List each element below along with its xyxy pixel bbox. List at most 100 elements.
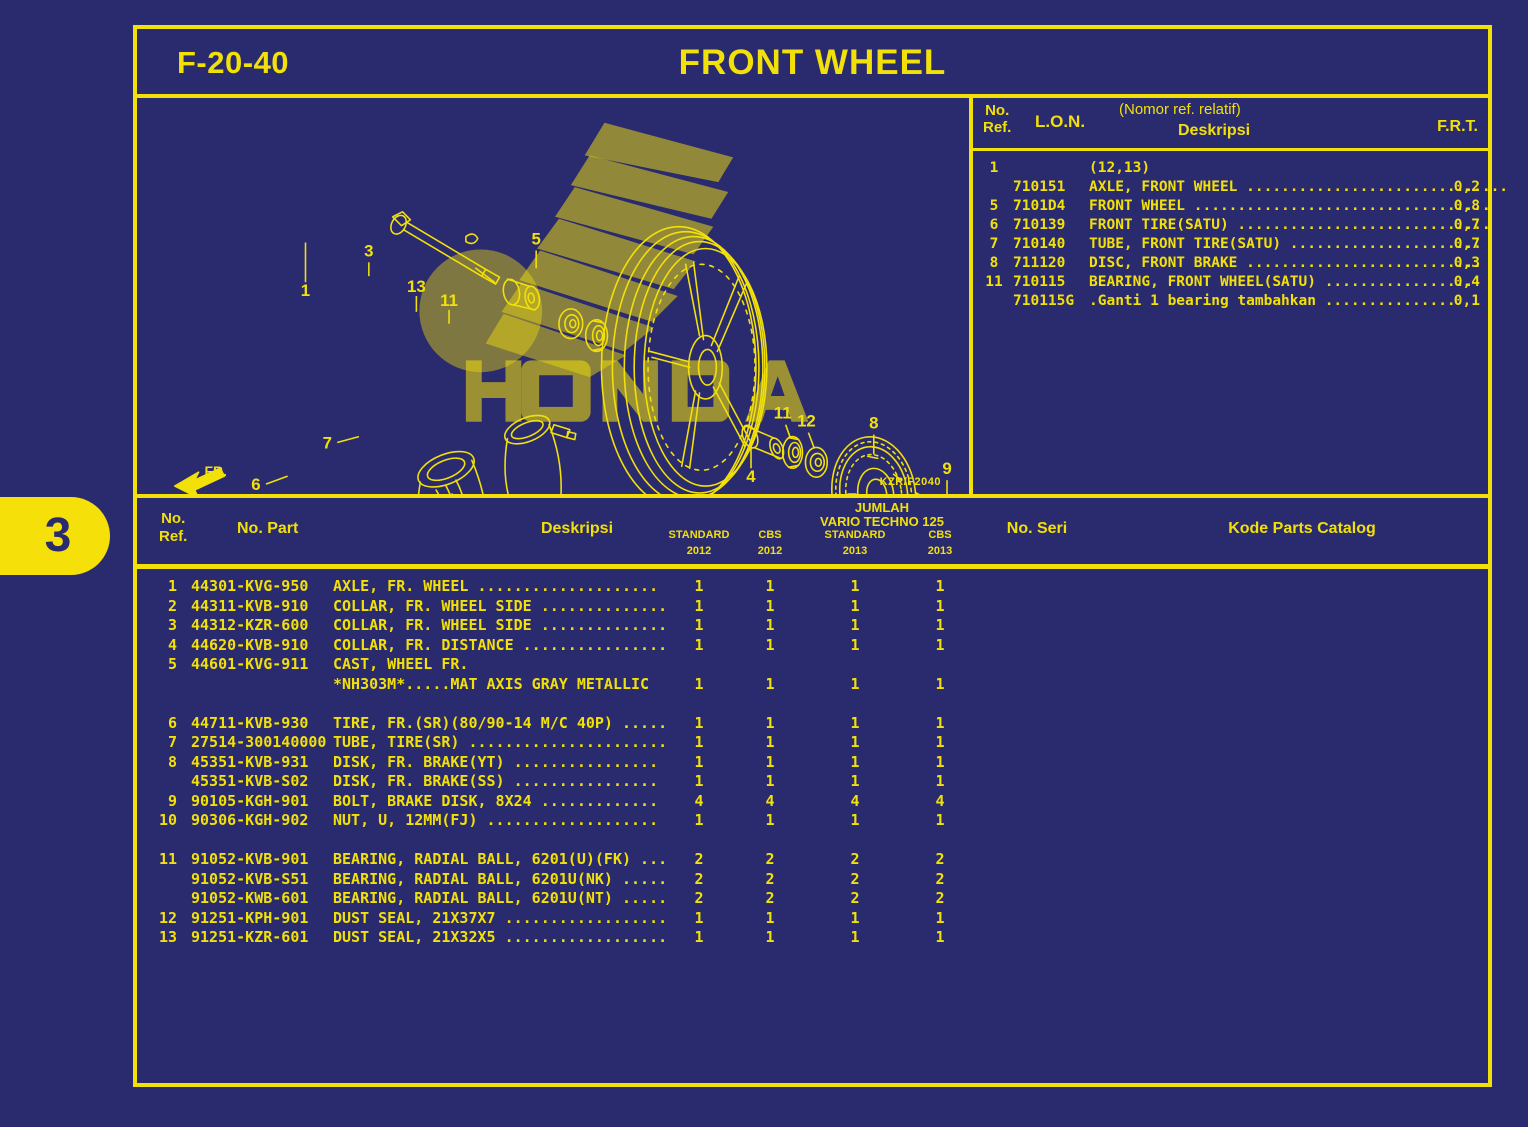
direction-label: FR. xyxy=(205,463,227,479)
part-cell-deskripsi: BEARING, RADIAL BALL, 6201U(NK) ..... xyxy=(333,869,668,888)
part-cell-qty-cbs-2012: 1 xyxy=(765,713,775,732)
part-cell-qty-cbs-2013: 1 xyxy=(935,752,945,771)
reference-table-row: 710115G.Ganti 1 bearing tambahkan ......… xyxy=(973,292,1488,311)
part-cell-qty-standard-2012: 1 xyxy=(694,908,704,927)
part-cell-no-part: 91251-KZR-601 xyxy=(191,928,309,946)
part-cell-qty-cbs-2013: 1 xyxy=(935,713,945,732)
parts-header-qty-standard-2013: STANDARD 2013 xyxy=(824,529,886,557)
svg-text:8: 8 xyxy=(869,414,878,433)
part-cell-qty-standard-2013: 1 xyxy=(850,596,860,615)
front-wheel-diagram: 1 3 13 11 5 6 7 4 11 12 8 9 2 10 FR. xyxy=(174,122,952,494)
reference-table-header: No. Ref. L.O.N. (Nomor ref. relatif) Des… xyxy=(973,98,1488,151)
part-11-bearing-left xyxy=(584,318,609,353)
part-cell-qty-standard-2013: 1 xyxy=(850,577,860,595)
part-cell-qty-cbs-2013: 4 xyxy=(935,791,945,810)
part-cell-no-ref: 6 xyxy=(167,713,177,732)
parts-table: No. Ref. No. Part Deskripsi JUMLAH VARIO… xyxy=(137,498,1488,1083)
part-cell-no-part: 44711-KVB-930 xyxy=(191,713,309,732)
svg-text:1: 1 xyxy=(301,281,310,300)
part-9-bolt xyxy=(914,492,920,494)
reference-table-row: 1(12,13) xyxy=(973,159,1488,178)
ref-cell-lon: 710115G xyxy=(1013,293,1075,309)
part-8-brake-disc xyxy=(831,436,917,494)
part-cell-qty-cbs-2012: 1 xyxy=(765,772,775,790)
sheet-code: F-20-40 xyxy=(177,45,290,80)
ref-header-no-ref: No. Ref. xyxy=(983,102,1012,137)
part-cell-deskripsi: NUT, U, 12MM(FJ) ................... xyxy=(333,811,659,829)
part-cell-no-ref: 7 xyxy=(167,733,177,751)
svg-text:6: 6 xyxy=(251,475,260,494)
svg-text:11: 11 xyxy=(440,291,458,310)
part-cell-qty-cbs-2012: 1 xyxy=(765,577,775,595)
catalog-frame: F-20-40 FRONT WHEEL xyxy=(133,25,1508,1087)
part-cell-no-part: 44312-KZR-600 xyxy=(191,616,309,634)
reference-table: No. Ref. L.O.N. (Nomor ref. relatif) Des… xyxy=(973,98,1508,498)
part-cell-deskripsi: CAST, WHEEL FR. xyxy=(333,655,469,673)
ref-header-frt: F.R.T. xyxy=(1437,118,1478,135)
part-cell-qty-cbs-2013: 2 xyxy=(935,889,945,907)
small-washer-detail xyxy=(465,233,479,245)
svg-text:12: 12 xyxy=(797,412,816,431)
parts-table-spacer xyxy=(137,694,1488,714)
ref-cell-frt: 0,1 xyxy=(1453,293,1480,309)
ref-cell-lon: 710140 xyxy=(1013,236,1066,252)
part-13-dust-seal xyxy=(558,308,584,340)
part-cell-qty-cbs-2013: 2 xyxy=(935,869,945,888)
part-cell-qty-cbs-2013: 2 xyxy=(935,850,945,868)
ref-header-deskripsi: Deskripsi xyxy=(1178,122,1251,139)
part-6-tire xyxy=(417,450,484,494)
part-cell-no-part: 90105-KGH-901 xyxy=(191,791,309,810)
part-cell-deskripsi: DISK, FR. BRAKE(YT) ................ xyxy=(333,752,659,771)
part-cell-qty-standard-2012: 1 xyxy=(694,733,704,751)
part-cell-deskripsi: AXLE, FR. WHEEL .................... xyxy=(333,577,659,595)
parts-header-qty-cbs-2013: CBS 2013 xyxy=(927,529,953,557)
svg-text:7: 7 xyxy=(323,433,332,452)
ref-cell-desc: BEARING, FRONT WHEEL(SATU) .............… xyxy=(1089,274,1474,290)
part-12-dust-seal xyxy=(804,446,829,478)
ref-cell-frt: 0,7 xyxy=(1453,236,1480,252)
parts-header-model: VARIO TECHNO 125 xyxy=(819,514,944,529)
part-cell-qty-standard-2012: 1 xyxy=(694,674,704,693)
part-4-collar-distance xyxy=(741,424,785,460)
part-cell-no-part: 44601-KVG-911 xyxy=(191,655,309,673)
part-cell-qty-standard-2013: 2 xyxy=(850,869,860,888)
part-cell-no-part: 45351-KVB-S02 xyxy=(191,772,309,790)
page-index-tab[interactable]: 3 xyxy=(0,497,110,575)
part-cell-no-part: 90306-KGH-902 xyxy=(191,811,309,829)
part-cell-qty-standard-2012: 1 xyxy=(694,752,704,771)
part-cell-no-part: 45351-KVB-931 xyxy=(191,752,309,771)
ref-cell-lon: 710115 xyxy=(1013,274,1066,290)
part-3-collar xyxy=(502,278,541,311)
part-cell-deskripsi: COLLAR, FR. WHEEL SIDE .............. xyxy=(333,596,668,615)
honda-wing-watermark xyxy=(419,122,734,378)
part-5-cast-wheel xyxy=(600,225,768,494)
part-cell-qty-standard-2012: 1 xyxy=(694,811,704,829)
part-cell-qty-standard-2013: 1 xyxy=(850,752,860,771)
part-cell-deskripsi: TUBE, TIRE(SR) ...................... xyxy=(333,733,668,751)
part-cell-deskripsi: BEARING, RADIAL BALL, 6201(U)(FK) ... xyxy=(333,850,668,868)
part-cell-qty-standard-2013: 1 xyxy=(850,713,860,732)
part-cell-no-ref: 12 xyxy=(158,908,177,927)
exploded-view-illustration: 1 3 13 11 5 6 7 4 11 12 8 9 2 10 FR. xyxy=(137,98,973,498)
ref-cell-desc: DISC, FRONT BRAKE ......................… xyxy=(1089,255,1482,271)
ref-cell-no: 7 xyxy=(989,236,999,252)
parts-table-spacer xyxy=(137,831,1488,851)
ref-cell-frt: 0,4 xyxy=(1453,274,1480,290)
part-7-tube xyxy=(503,414,577,494)
part-cell-qty-standard-2012: 1 xyxy=(694,772,704,790)
part-cell-qty-standard-2012: 1 xyxy=(694,635,704,654)
part-cell-no-ref: 1 xyxy=(167,577,177,595)
part-cell-qty-standard-2013: 1 xyxy=(850,908,860,927)
ref-cell-frt: 0,2 xyxy=(1453,179,1480,195)
